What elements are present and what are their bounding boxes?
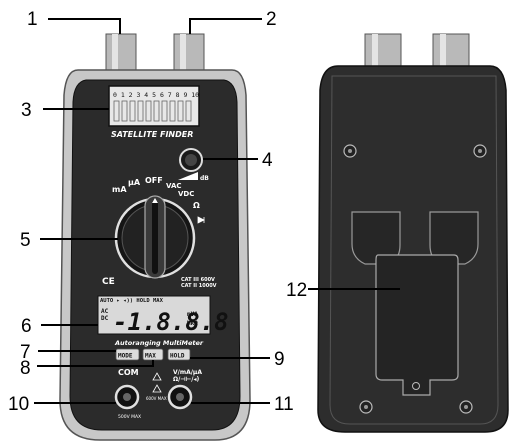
callout-7: 7 [20,342,31,363]
lcd-digits: -1.8.8.8 [113,308,229,336]
lcd-units-2: MkΩ [187,320,198,327]
callout-lines [34,18,400,404]
front-view: 0 1 2 3 4 5 6 7 8 9 10 SATELLITE FINDER … [59,33,251,441]
db-label: dB [200,175,209,182]
mode-button[interactable] [115,348,140,361]
lcd-dc: DC [101,315,109,322]
battery-compartment[interactable] [375,254,459,396]
dial-label-off: OFF [145,176,163,185]
battery-screw [412,382,420,390]
warning-text-1: 600V MAX [146,396,167,401]
callout-2: 2 [266,9,277,30]
lcd-display [97,295,211,335]
callout-1: 1 [27,9,38,30]
dial-label-ua: µA [128,178,141,187]
back-outer-shell [317,65,509,433]
callout-11: 11 [274,394,294,415]
cat-rating-2: CAT II 1000V [181,283,217,289]
back-connector-left [364,33,402,67]
autoranging-label: Autoranging MultiMeter [114,339,204,347]
hold-button-label: HOLD [170,353,185,360]
lcd-ac: AC [101,308,109,315]
top-connector-right [173,33,205,71]
callout-4: 4 [262,150,273,171]
callout-labels: 1 2 3 4 5 6 7 8 9 10 11 12 [8,9,307,415]
lcd-top-indicators: AUTO ▸ ◂)) HOLD MAX [100,298,164,304]
dial-label-vdc: VDC [178,190,194,198]
v-jack-label-2: Ω/⊣⊢/◂) [173,376,199,383]
back-screws [343,144,487,414]
com-jack-label: COM [118,368,139,377]
top-connector-left [105,33,137,71]
max-button-label: MAX [145,353,156,360]
hold-button[interactable] [167,348,191,361]
callout-3: 3 [21,100,32,121]
bargraph-bars [113,100,192,122]
db-ramp-icon [178,172,198,180]
callout-5: 5 [20,230,31,251]
warning-text-2: 500V MAX [118,414,141,420]
callout-8: 8 [20,358,31,379]
callout-6: 6 [21,316,32,337]
ce-mark: CE [102,277,115,287]
dial-label-vac: VAC [166,182,182,190]
cat-rating-1: CAT III 600V [181,277,215,283]
callout-9: 9 [274,349,285,370]
back-view [317,33,509,433]
satellite-finder-label: SATELLITE FINDER [111,130,193,139]
diode-continuity-icon [197,216,205,224]
dial-label-ohm: Ω [193,201,200,210]
bargraph-scale: 0 1 2 3 4 5 6 7 8 9 10 [113,91,199,99]
warning-icon [152,372,162,381]
back-connector-right [432,33,470,67]
callout-12: 12 [286,280,307,301]
dial-label-ma: mA [112,185,127,194]
mode-button-label: MODE [118,353,133,360]
callout-10: 10 [8,394,29,415]
lcd-units-1: mVA [187,311,198,318]
v-jack-label: V/mA/µA [173,369,202,376]
